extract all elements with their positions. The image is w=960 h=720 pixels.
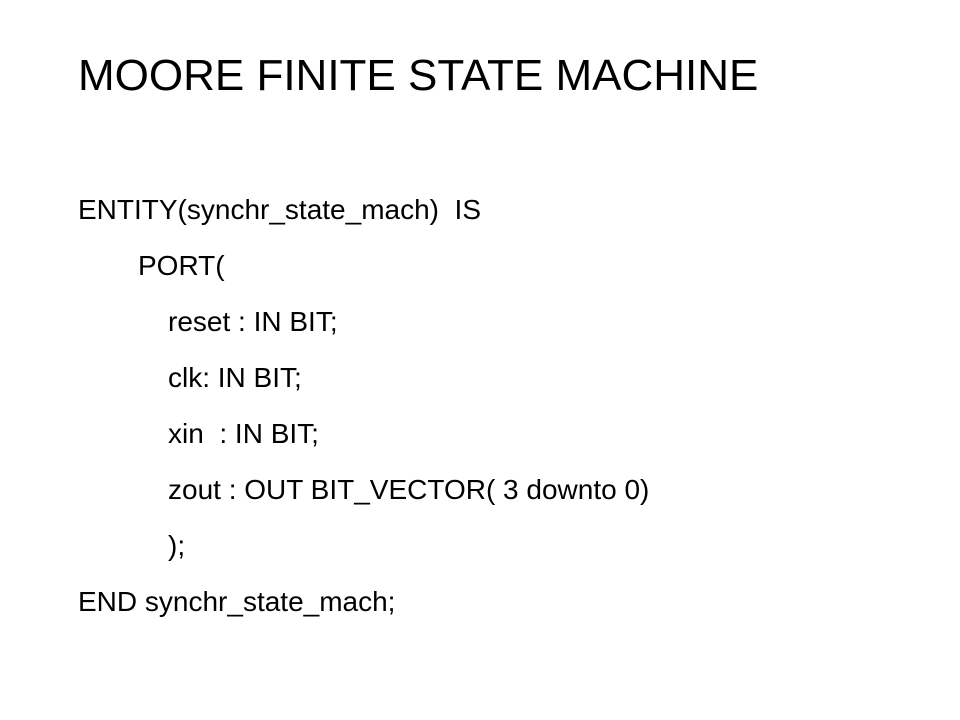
code-line-xin: xin : IN BIT;	[168, 418, 319, 449]
code-line-end: END synchr_state_mach;	[78, 586, 396, 617]
slide-title: MOORE FINITE STATE MACHINE	[78, 51, 759, 100]
code-line-zout: zout : OUT BIT_VECTOR( 3 downto 0)	[168, 474, 650, 505]
code-line-close-port: );	[168, 530, 186, 561]
code-line-reset: reset : IN BIT;	[168, 306, 338, 337]
code-line-entity: ENTITY(synchr_state_mach) IS	[78, 194, 482, 225]
code-block: ENTITY(synchr_state_mach) IS PORT( reset…	[78, 182, 649, 630]
code-line-port: PORT(	[138, 250, 225, 281]
code-line-clk: clk: IN BIT;	[168, 362, 302, 393]
